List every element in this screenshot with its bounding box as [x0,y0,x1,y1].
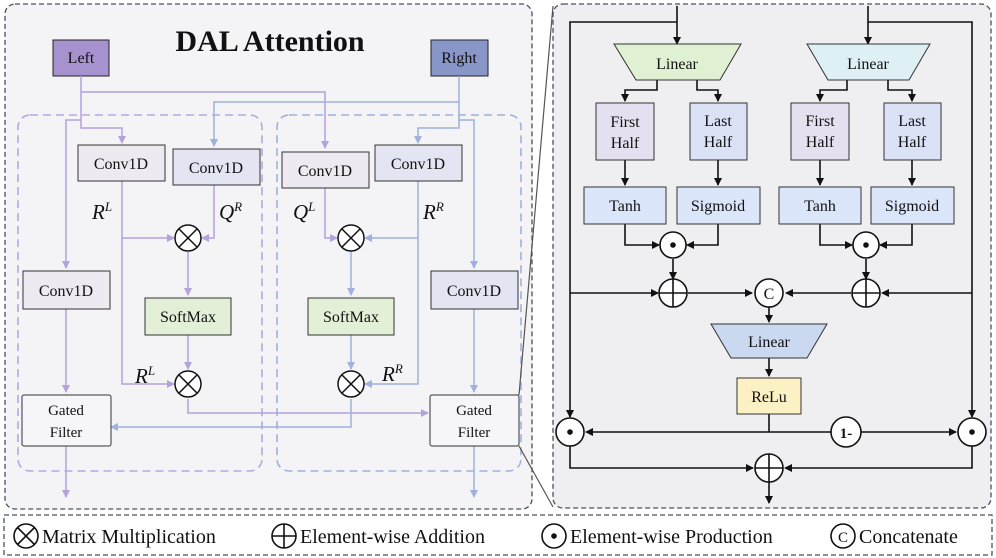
right-gated-filter-box [429,394,520,447]
right-conv-r-label: Conv1D [391,156,445,173]
right-input-label: Right [441,50,477,67]
left-gated-line1: Gated [48,403,84,419]
first-half-right-box [790,102,850,161]
linear-right-trapezoid [806,43,931,81]
concat-op [754,278,784,308]
one-minus-op [830,416,862,448]
product-side-left-op [555,417,585,447]
diagram-title: DAL Attention [175,25,365,58]
product-side-right-op [957,417,987,447]
right-label-q: QL [293,199,315,224]
left-label-q: QR [219,199,242,224]
tanh-left-box [583,186,667,225]
legend-prod-label: Element-wise Production [570,526,773,548]
left-flow-lines [62,76,429,498]
left-softmax-box [144,297,232,336]
right-label-r2: RR [381,361,403,386]
last-half-right-line1: Last [898,113,926,130]
last-half-left-box [689,102,748,161]
product-left-op [659,231,687,259]
legend-matmul-label: Matrix Multiplication [42,526,216,548]
left-matmul-top [174,224,202,252]
product-right-op [852,231,880,259]
zoom-connector-top [518,5,554,396]
relu-box [736,377,802,415]
zoom-connector-bottom [518,445,554,508]
right-branch-frame [276,114,522,472]
sigmoid-right-label: Sigmoid [885,198,939,215]
last-half-right-line2: Half [898,134,927,151]
legend-prod-icon [541,523,567,549]
last-half-right-box [883,102,942,161]
right-label-r: RR [422,199,444,224]
last-half-left-line1: Last [704,113,732,130]
linear-right-label: Linear [847,56,889,73]
legend-concat-label: Concatenate [859,526,958,548]
right-softmax-label: SoftMax [323,309,379,326]
left-gated-line2: Filter [50,425,83,441]
left-input-box [52,39,110,77]
left-panel-frame [4,3,533,510]
sigmoid-right-box [870,186,955,225]
right-panel-frame [552,3,992,509]
add-left-op [658,278,688,308]
legend-matmul-icon [13,523,39,549]
first-half-left-box [595,102,655,161]
linear-mid-trapezoid [710,323,828,359]
right-conv-side-label: Conv1D [447,283,501,300]
left-input-label: Left [68,50,95,67]
last-half-left-line2: Half [704,134,733,151]
tanh-right-box [778,186,862,225]
tanh-left-label: Tanh [609,198,641,215]
left-matmul-bottom [174,370,202,398]
sigmoid-left-box [676,186,761,225]
linear-left-trapezoid [613,43,742,81]
left-label-r2: RL [134,363,155,388]
right-conv-r-box [374,144,463,182]
right-matmul-top [337,224,365,252]
left-branch-frame [17,114,263,472]
right-flow-lines [110,76,478,498]
left-conv-q-box [172,148,261,186]
legend-concat-symbol: C [838,530,848,546]
left-gated-filter-box [21,394,112,447]
legend-add-label: Element-wise Addition [300,526,485,548]
first-half-right-line1: First [805,113,835,130]
left-label-r: RL [91,199,112,224]
linear-left-label: Linear [656,56,698,73]
first-half-left-line1: First [610,114,640,131]
first-half-right-line2: Half [806,134,835,151]
right-conv-q-label: Conv1D [298,163,352,180]
right-gated-line2: Filter [458,425,491,441]
right-conv-q-box [281,151,370,189]
right-matmul-bottom [337,370,365,398]
right-conv-side-box [430,270,519,310]
tanh-right-label: Tanh [804,198,836,215]
left-conv-side-label: Conv1D [39,283,93,300]
linear-mid-label: Linear [748,334,790,351]
right-softmax-box [307,297,395,336]
left-conv-r-label: Conv1D [94,156,148,173]
add-right-op [851,278,881,308]
sigmoid-left-label: Sigmoid [691,198,745,215]
left-conv-side-box [22,270,111,310]
one-minus-label: 1- [840,426,853,442]
add-final-op [754,453,784,483]
first-half-left-line2: Half [611,135,640,152]
left-softmax-label: SoftMax [160,309,216,326]
concat-op-label: C [764,286,775,303]
gate-flow-lines [566,6,976,504]
left-conv-q-label: Conv1D [189,160,243,177]
legend-frame [3,514,993,556]
left-conv-r-box [77,144,166,182]
legend-add-icon [271,523,297,549]
right-gated-line1: Gated [456,403,492,419]
relu-label: ReLu [751,389,787,406]
legend-concat-icon [830,523,856,549]
